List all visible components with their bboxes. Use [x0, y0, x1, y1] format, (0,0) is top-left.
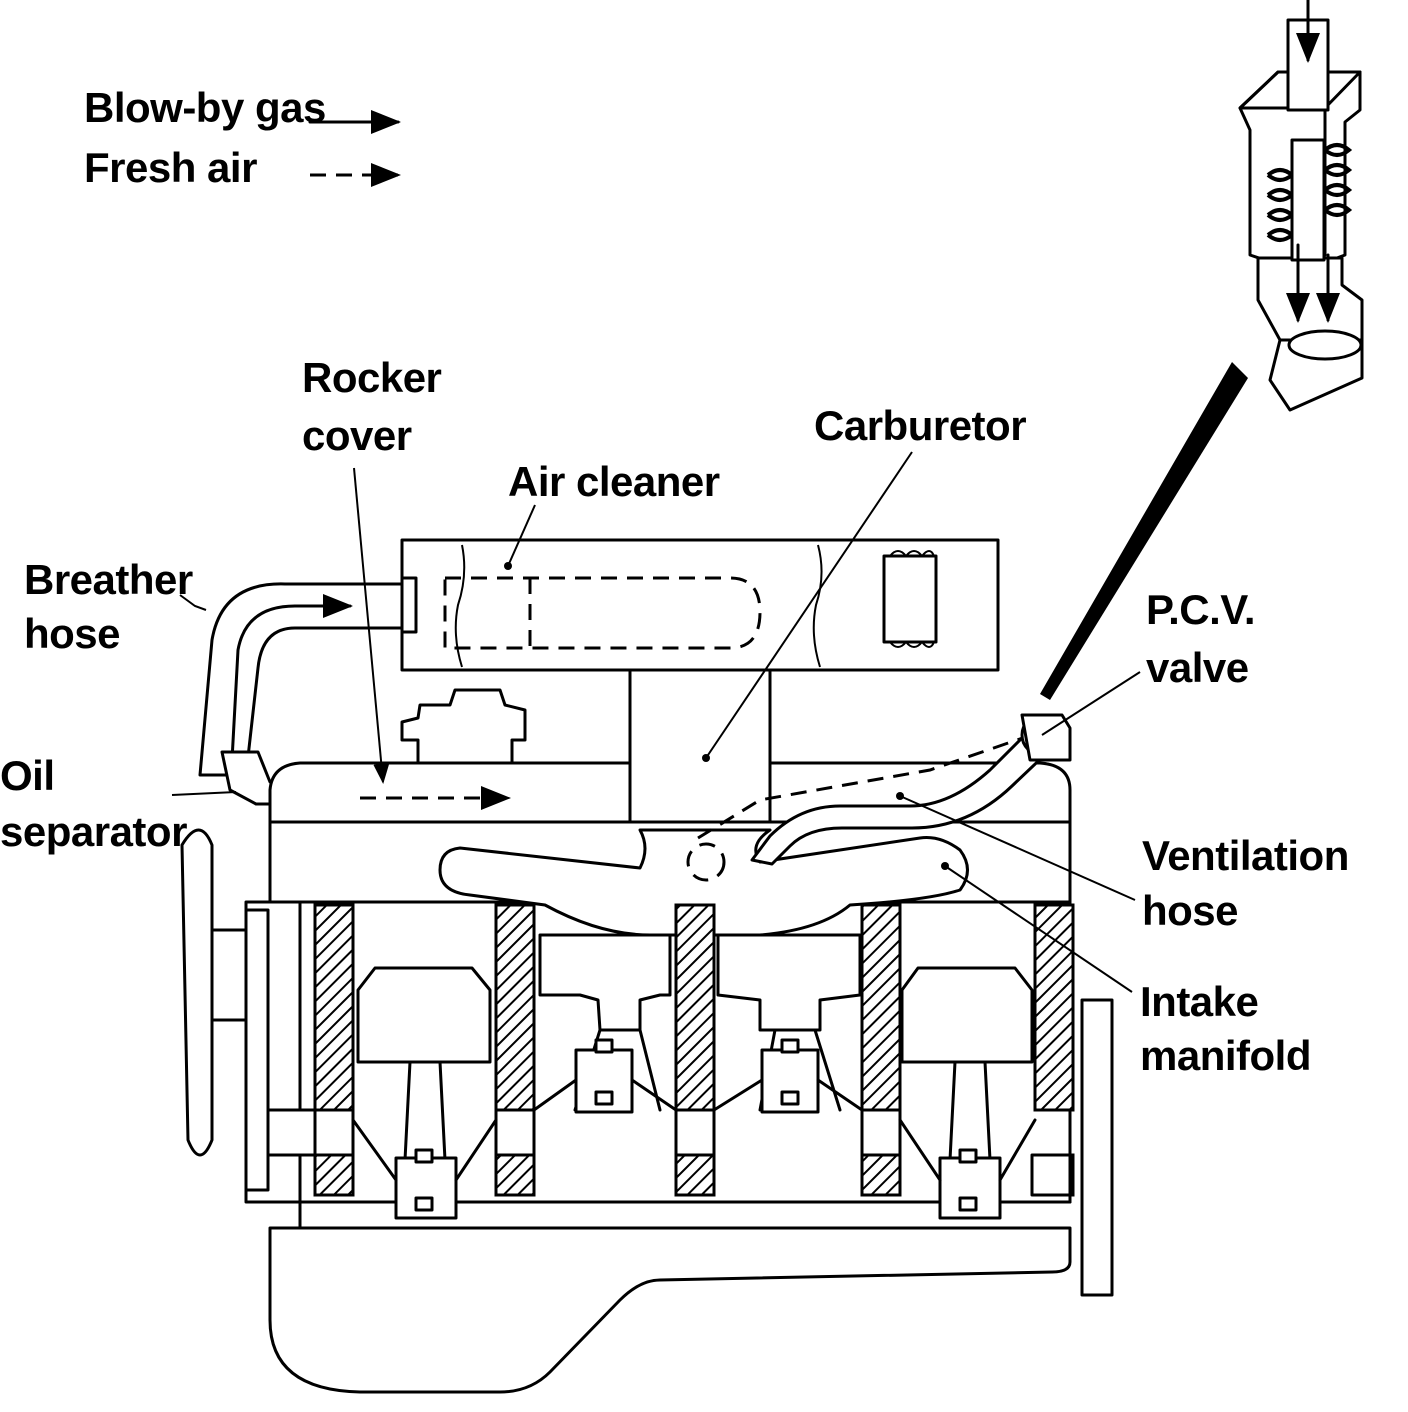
label-air-cleaner: Air cleaner — [508, 458, 720, 505]
label-rocker-cover-line1: Rocker — [302, 354, 442, 401]
label-oil-separator-line1: Oil — [0, 752, 55, 799]
label-breather-hose-line2: hose — [24, 610, 120, 657]
label-ventilation-hose-line2: hose — [1142, 887, 1238, 934]
label-pcv-valve-line2: valve — [1146, 644, 1249, 691]
label-breather-hose-line1: Breather — [24, 556, 193, 603]
component-labels: Rocker cover Carburetor Air cleaner Brea… — [0, 354, 1349, 1079]
label-rocker-cover-line2: cover — [302, 412, 412, 459]
pcv-valve-detail — [1040, 0, 1364, 700]
label-intake-manifold-line1: Intake — [1140, 978, 1258, 1025]
air-cleaner — [400, 538, 1000, 672]
leader-lines — [171, 451, 1141, 993]
ventilation-hose — [697, 713, 1072, 866]
intake-manifold — [438, 828, 969, 937]
pcv-detail-pointer — [1040, 362, 1248, 700]
legend: Blow-by gas Fresh air — [84, 84, 401, 191]
cylinders — [313, 903, 1075, 1220]
label-oil-separator-line2: separator — [0, 808, 187, 855]
label-ventilation-hose-line1: Ventilation — [1142, 832, 1349, 879]
legend-fresh-air-label: Fresh air — [84, 144, 257, 191]
label-carburetor: Carburetor — [814, 402, 1026, 449]
label-intake-manifold-line2: manifold — [1140, 1032, 1311, 1079]
legend-blowby-label: Blow-by gas — [84, 84, 326, 131]
label-pcv-valve-line1: P.C.V. — [1146, 586, 1255, 633]
